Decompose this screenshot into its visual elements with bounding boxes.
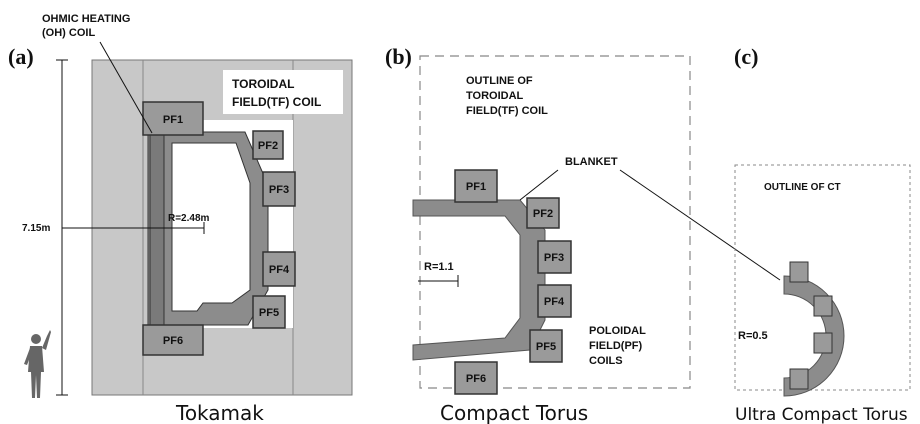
tokamak-coil-pf6: PF6 xyxy=(142,324,204,356)
oh-label-line2: (OH) COIL xyxy=(42,27,95,39)
svg-text:PF4: PF4 xyxy=(269,264,290,276)
svg-text:PF5: PF5 xyxy=(536,341,556,353)
ultra-compact-coil-2 xyxy=(813,295,833,317)
compact-coil-pf2: PF2 xyxy=(526,197,560,229)
tokamak-coil-pf5: PF5 xyxy=(252,295,286,329)
compact-coil-pf1: PF1 xyxy=(454,169,498,203)
ultra-compact-coil-1 xyxy=(789,261,809,283)
blanket-leader-line-long xyxy=(619,169,781,281)
pf-label-line1: POLOIDAL xyxy=(589,325,646,337)
oh-leader-line xyxy=(99,41,153,134)
svg-text:PF6: PF6 xyxy=(163,335,183,347)
human-scale-figure-icon xyxy=(24,330,51,398)
tf-label-line2: FIELD(TF) COIL xyxy=(232,95,321,109)
compact-torus-caption: Compact Torus xyxy=(440,401,588,424)
compact-outline-label-line2: TOROIDAL xyxy=(466,90,524,102)
tf-label-line1: TOROIDAL xyxy=(232,77,294,91)
tokamak-coil-pf2: PF2 xyxy=(252,130,284,160)
tokamak-coil-pf1: PF1 xyxy=(142,101,204,136)
tokamak-radius-label: R=2.48m xyxy=(168,213,210,224)
ultra-compact-radius-label: R=0.5 xyxy=(738,330,768,342)
panel-label-c: (c) xyxy=(734,44,758,69)
svg-text:PF3: PF3 xyxy=(269,184,289,196)
svg-text:PF4: PF4 xyxy=(544,296,565,308)
ct-outline xyxy=(734,164,911,391)
tokamak-caption: Tokamak xyxy=(175,401,264,424)
compact-tf-outline xyxy=(419,55,691,389)
compact-radius-label: R=1.1 xyxy=(424,261,454,273)
compact-coil-pf4: PF4 xyxy=(537,284,572,318)
pf-label-line3: COILS xyxy=(589,355,623,367)
ultra-compact-torus-caption: Ultra Compact Torus xyxy=(735,405,908,424)
ultra-compact-coil-3 xyxy=(813,332,833,354)
panel-label-a: (a) xyxy=(8,44,34,69)
height-label: 7.15m xyxy=(22,223,50,234)
tokamak-coil-pf3: PF3 xyxy=(262,171,296,207)
svg-text:PF2: PF2 xyxy=(258,140,278,152)
compact-torus-panel: R=1.1 PF1 PF2 PF3 PF4 PF5 PF6 OUTLINE OF… xyxy=(385,44,781,424)
svg-text:PF2: PF2 xyxy=(533,208,553,220)
svg-text:PF5: PF5 xyxy=(259,307,279,319)
compact-coil-pf6: PF6 xyxy=(454,361,498,395)
ultra-compact-torus-panel: OUTLINE OF CT R=0.5 (c) Ultra Compact To… xyxy=(734,44,911,424)
pf-label-line2: FIELD(PF) xyxy=(589,340,642,352)
blanket-leader-line-short xyxy=(519,169,559,201)
tf-label-box xyxy=(223,70,343,114)
ultra-compact-coil-4 xyxy=(789,368,809,390)
ct-outline-label: OUTLINE OF CT xyxy=(764,182,841,193)
svg-text:PF1: PF1 xyxy=(466,181,486,193)
blanket-label: BLANKET xyxy=(565,156,618,168)
ohmic-heating-coil xyxy=(149,134,165,326)
compact-coil-pf3: PF3 xyxy=(537,240,572,274)
compact-coil-pf5: PF5 xyxy=(529,329,563,363)
compact-outline-label-line3: FIELD(TF) COIL xyxy=(466,105,548,117)
compact-outline-label-line1: OUTLINE OF xyxy=(466,75,533,87)
tokamak-panel: PF1 PF2 PF3 PF4 PF5 PF6 TOROIDAL FIELD(T… xyxy=(8,13,353,424)
svg-text:PF6: PF6 xyxy=(466,373,486,385)
oh-label-line1: OHMIC HEATING xyxy=(42,13,130,25)
panel-label-b: (b) xyxy=(385,44,412,69)
compact-blanket xyxy=(412,199,546,361)
svg-text:PF3: PF3 xyxy=(544,252,564,264)
tokamak-coil-pf4: PF4 xyxy=(262,251,296,287)
svg-text:PF1: PF1 xyxy=(163,114,183,126)
